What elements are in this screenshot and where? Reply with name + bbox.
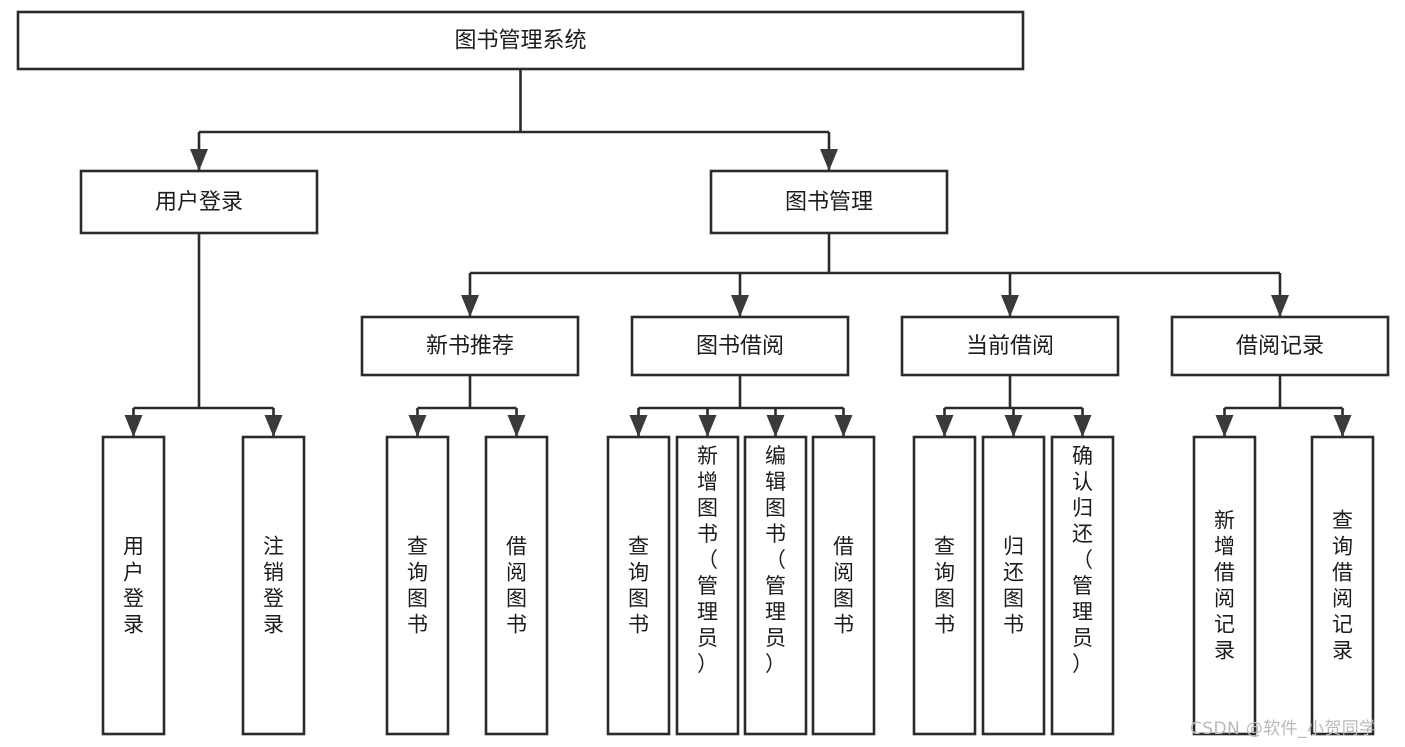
book-borrow-to-leaf-arrow-2	[766, 415, 785, 437]
node-label-leaf-logout: 注销登录	[263, 535, 284, 637]
node-label-current-borrow: 当前借阅	[966, 334, 1054, 359]
new-book-recommend-to-leaf-arrow-0	[408, 415, 427, 437]
node-box-book-borrow[interactable]	[630, 315, 850, 377]
node-new-book-recommend[interactable]: 新书推荐	[360, 315, 580, 377]
node-label-leaf-borrow-book-recommend: 借阅图书	[506, 535, 527, 637]
node-label-leaf-borrow-book: 借阅图书	[833, 535, 854, 637]
node-label-leaf-add-borrow-record: 新增借阅记录	[1214, 509, 1235, 663]
node-label-user-login: 用户登录	[155, 190, 243, 215]
node-box-user-login[interactable]	[79, 169, 319, 235]
current-borrow-to-leaf-arrow-2	[1073, 415, 1092, 437]
node-label-book-management: 图书管理	[785, 190, 873, 215]
node-label-root: 图书管理系统	[454, 29, 586, 54]
book-borrow-to-leaf-arrow-0	[629, 415, 648, 437]
node-leaf-query-book-recommend[interactable]: 查询图书	[385, 435, 450, 736]
node-leaf-edit-book-admin[interactable]: 编辑图书（管理员）	[743, 435, 808, 736]
node-box-root[interactable]	[16, 10, 1025, 71]
node-leaf-confirm-return-admin[interactable]: 确认归还（管理员）	[1050, 435, 1115, 736]
bm-to-l3-arrow-1	[731, 295, 749, 317]
node-leaf-query-borrow-record[interactable]: 查询借阅记录	[1310, 435, 1375, 736]
book-borrow-to-leaf-arrow-1	[698, 415, 717, 437]
node-leaf-add-book-admin[interactable]: 新增图书（管理员）	[675, 435, 740, 736]
node-label-new-book-recommend: 新书推荐	[426, 334, 514, 359]
node-box-leaf-query-book-borrow[interactable]	[606, 435, 671, 736]
node-label-leaf-user-login: 用户登录	[123, 535, 144, 637]
node-layer: 图书管理系统用户登录图书管理新书推荐图书借阅当前借阅借阅记录用户登录注销登录查询…	[16, 10, 1390, 736]
root-to-l2-arrow-1	[820, 149, 838, 171]
node-label-leaf-query-book-current: 查询图书	[934, 535, 955, 637]
node-label-leaf-query-borrow-record: 查询借阅记录	[1332, 509, 1353, 663]
borrow-records-to-leaf-arrow-0	[1215, 415, 1234, 437]
borrow-records-to-leaf-arrow-1	[1333, 415, 1352, 437]
new-book-recommend-to-leaf-arrow-1	[507, 415, 526, 437]
ul-to-leaf-arrow-1	[264, 415, 283, 437]
current-borrow-to-leaf-arrow-1	[1004, 415, 1023, 437]
bm-to-l3-arrow-2	[1001, 295, 1019, 317]
node-leaf-logout[interactable]: 注销登录	[241, 435, 306, 736]
node-box-leaf-query-book-current[interactable]	[912, 435, 977, 736]
node-box-leaf-borrow-book-recommend[interactable]	[484, 435, 549, 736]
node-box-leaf-user-login[interactable]	[101, 435, 166, 736]
node-box-leaf-add-book-admin[interactable]	[675, 435, 740, 736]
node-box-leaf-edit-book-admin[interactable]	[743, 435, 808, 736]
ul-to-leaf-arrow-0	[124, 415, 143, 437]
node-label-book-borrow: 图书借阅	[696, 334, 784, 359]
csdn-watermark: CSDN @软件_小贺同学	[1190, 719, 1377, 739]
node-box-leaf-add-borrow-record[interactable]	[1192, 435, 1257, 736]
node-leaf-add-borrow-record[interactable]: 新增借阅记录	[1192, 435, 1257, 736]
node-label-leaf-query-book-borrow: 查询图书	[628, 535, 649, 637]
node-leaf-query-book-borrow[interactable]: 查询图书	[606, 435, 671, 736]
root-to-l2-arrow-0	[190, 149, 208, 171]
node-book-borrow[interactable]: 图书借阅	[630, 315, 850, 377]
node-box-new-book-recommend[interactable]	[360, 315, 580, 377]
node-label-leaf-query-book-recommend: 查询图书	[407, 535, 428, 637]
node-label-leaf-confirm-return-admin: 确认归还（管理员）	[1072, 444, 1093, 676]
node-borrow-records[interactable]: 借阅记录	[1170, 315, 1390, 377]
node-leaf-user-login[interactable]: 用户登录	[101, 435, 166, 736]
node-box-book-management[interactable]	[709, 169, 949, 235]
node-box-leaf-return-book[interactable]	[981, 435, 1046, 736]
node-leaf-borrow-book-recommend[interactable]: 借阅图书	[484, 435, 549, 736]
node-label-borrow-records: 借阅记录	[1236, 334, 1324, 359]
bm-to-l3-arrow-0	[461, 295, 479, 317]
node-box-current-borrow[interactable]	[900, 315, 1120, 377]
node-user-login[interactable]: 用户登录	[79, 169, 319, 235]
connector-layer	[124, 69, 1352, 437]
node-leaf-borrow-book[interactable]: 借阅图书	[811, 435, 876, 736]
node-current-borrow[interactable]: 当前借阅	[900, 315, 1120, 377]
node-box-leaf-confirm-return-admin[interactable]	[1050, 435, 1115, 736]
node-label-leaf-return-book: 归还图书	[1003, 535, 1024, 637]
node-box-leaf-query-borrow-record[interactable]	[1310, 435, 1375, 736]
node-root[interactable]: 图书管理系统	[16, 10, 1025, 71]
node-book-management[interactable]: 图书管理	[709, 169, 949, 235]
book-borrow-to-leaf-arrow-3	[834, 415, 853, 437]
node-leaf-query-book-current[interactable]: 查询图书	[912, 435, 977, 736]
bm-to-l3-arrow-3	[1271, 295, 1289, 317]
node-leaf-return-book[interactable]: 归还图书	[981, 435, 1046, 736]
node-box-leaf-query-book-recommend[interactable]	[385, 435, 450, 736]
node-box-leaf-logout[interactable]	[241, 435, 306, 736]
node-label-leaf-add-book-admin: 新增图书（管理员）	[697, 444, 718, 676]
node-box-borrow-records[interactable]	[1170, 315, 1390, 377]
node-label-leaf-edit-book-admin: 编辑图书（管理员）	[765, 444, 786, 676]
node-box-leaf-borrow-book[interactable]	[811, 435, 876, 736]
current-borrow-to-leaf-arrow-0	[935, 415, 954, 437]
